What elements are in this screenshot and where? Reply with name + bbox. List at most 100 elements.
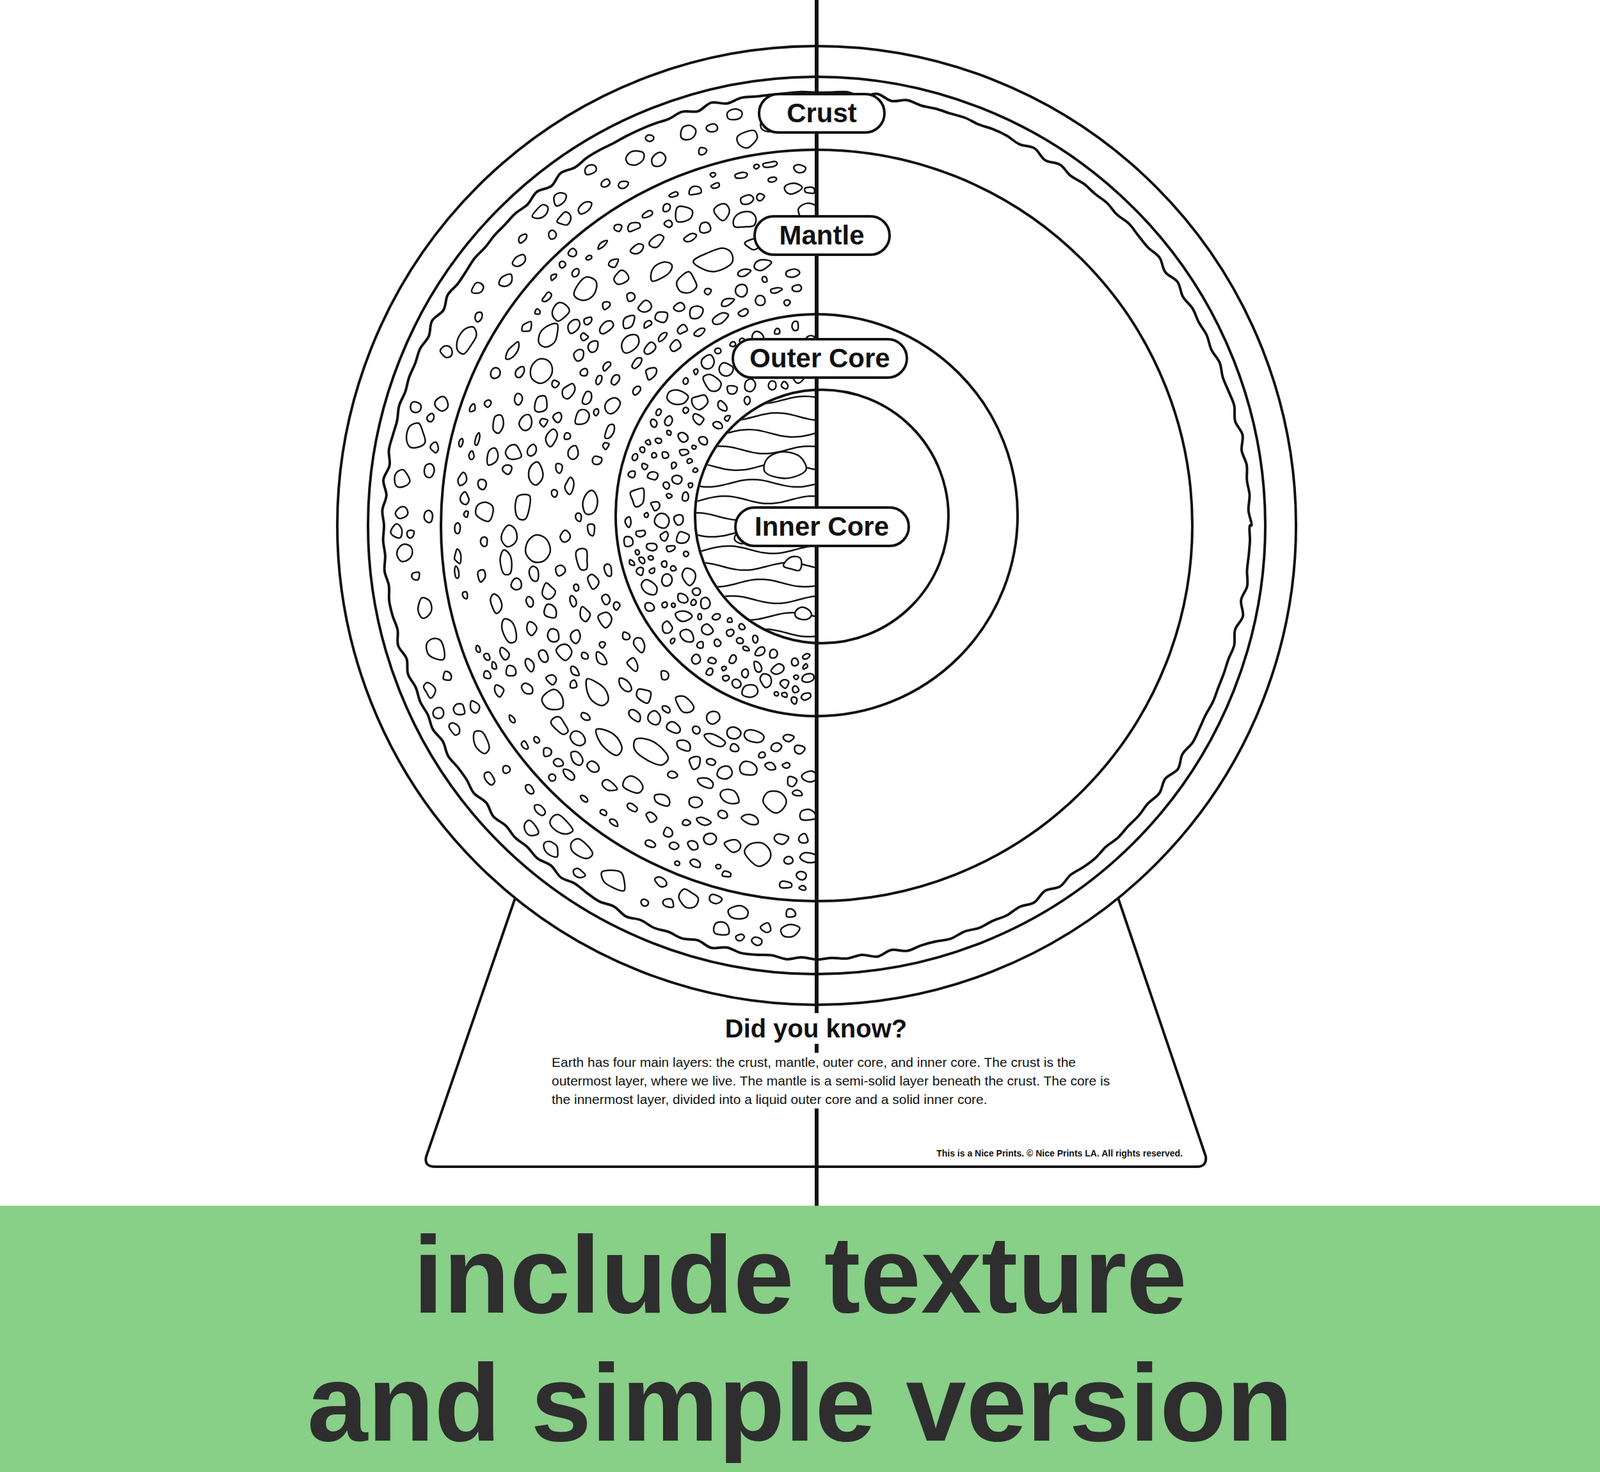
rock: [539, 418, 548, 427]
rock: [633, 738, 669, 766]
rock: [613, 602, 621, 610]
core-stripe: [691, 412, 815, 421]
rock: [792, 790, 803, 797]
fact-body: Earth has four main layers: the crust, m…: [551, 1052, 1128, 1109]
rock: [515, 366, 525, 378]
rock: [595, 728, 623, 756]
rock: [687, 458, 693, 464]
rock: [647, 471, 658, 480]
rock: [569, 595, 576, 607]
rock: [636, 530, 646, 537]
rock: [771, 743, 782, 752]
rock: [671, 462, 677, 469]
rock: [542, 292, 552, 303]
rock: [644, 512, 649, 518]
rock: [737, 269, 751, 277]
rock: [668, 192, 678, 198]
rock: [715, 864, 721, 870]
rock: [705, 124, 718, 133]
rock: [627, 803, 638, 812]
rock: [581, 712, 591, 720]
rock: [570, 730, 585, 746]
rock: [611, 375, 620, 386]
rock: [458, 438, 464, 447]
rock: [646, 812, 658, 823]
rock: [556, 644, 572, 661]
rock: [735, 284, 747, 297]
rock: [602, 301, 611, 310]
rock: [645, 602, 655, 612]
rock: [692, 726, 701, 735]
rock: [499, 549, 512, 575]
rock: [483, 653, 490, 660]
rock: [664, 220, 672, 228]
layer-label: Inner Core: [754, 513, 889, 541]
rock: [426, 413, 434, 422]
rock: [564, 432, 571, 440]
rock: [576, 548, 588, 571]
rock: [440, 345, 453, 358]
rock: [699, 222, 711, 233]
rock: [622, 631, 630, 640]
rock: [738, 308, 749, 317]
rock: [752, 635, 758, 644]
rock: [670, 339, 681, 352]
rock: [753, 661, 762, 673]
rock: [741, 684, 758, 698]
rock: [586, 678, 609, 706]
rock: [650, 501, 660, 511]
rock: [663, 203, 671, 212]
inner-core-boundary: [695, 389, 949, 644]
rock: [586, 255, 592, 260]
rock: [471, 282, 484, 294]
rock: [709, 894, 722, 904]
rock: [784, 183, 803, 194]
rock: [519, 414, 532, 431]
rock: [411, 572, 420, 580]
rock: [784, 856, 793, 864]
rock: [791, 657, 799, 666]
rock: [682, 492, 689, 502]
rock: [454, 522, 461, 534]
rock: [689, 305, 704, 319]
rock: [726, 629, 735, 637]
rock: [538, 650, 549, 663]
rock: [756, 193, 765, 201]
rock: [673, 514, 683, 525]
rock: [674, 861, 680, 866]
rock: [534, 395, 547, 412]
rock: [645, 368, 657, 381]
rock: [689, 186, 702, 195]
rock: [473, 730, 490, 754]
rock: [744, 842, 771, 866]
rock: [532, 204, 549, 219]
rock: [527, 444, 537, 456]
rock: [525, 784, 534, 794]
rock: [575, 513, 582, 522]
rock: [601, 870, 626, 891]
rock: [613, 270, 629, 285]
rock: [487, 448, 498, 466]
rock: [406, 423, 426, 448]
rock: [677, 739, 691, 751]
rock: [469, 451, 475, 460]
rock: [538, 323, 559, 347]
rock: [625, 151, 645, 166]
rock: [424, 464, 435, 479]
rock: [636, 689, 652, 704]
rock: [484, 771, 495, 785]
rock: [627, 657, 639, 672]
rock: [526, 596, 534, 607]
core-stripe: [691, 496, 815, 504]
rock: [604, 563, 612, 576]
rock: [713, 203, 729, 221]
rock: [597, 240, 608, 249]
rock: [580, 332, 589, 341]
rock: [696, 817, 712, 826]
rock: [688, 483, 693, 488]
rock: [721, 871, 731, 877]
rock: [698, 436, 708, 445]
rock: [563, 769, 575, 781]
rock: [689, 858, 701, 868]
rock: [573, 868, 586, 878]
